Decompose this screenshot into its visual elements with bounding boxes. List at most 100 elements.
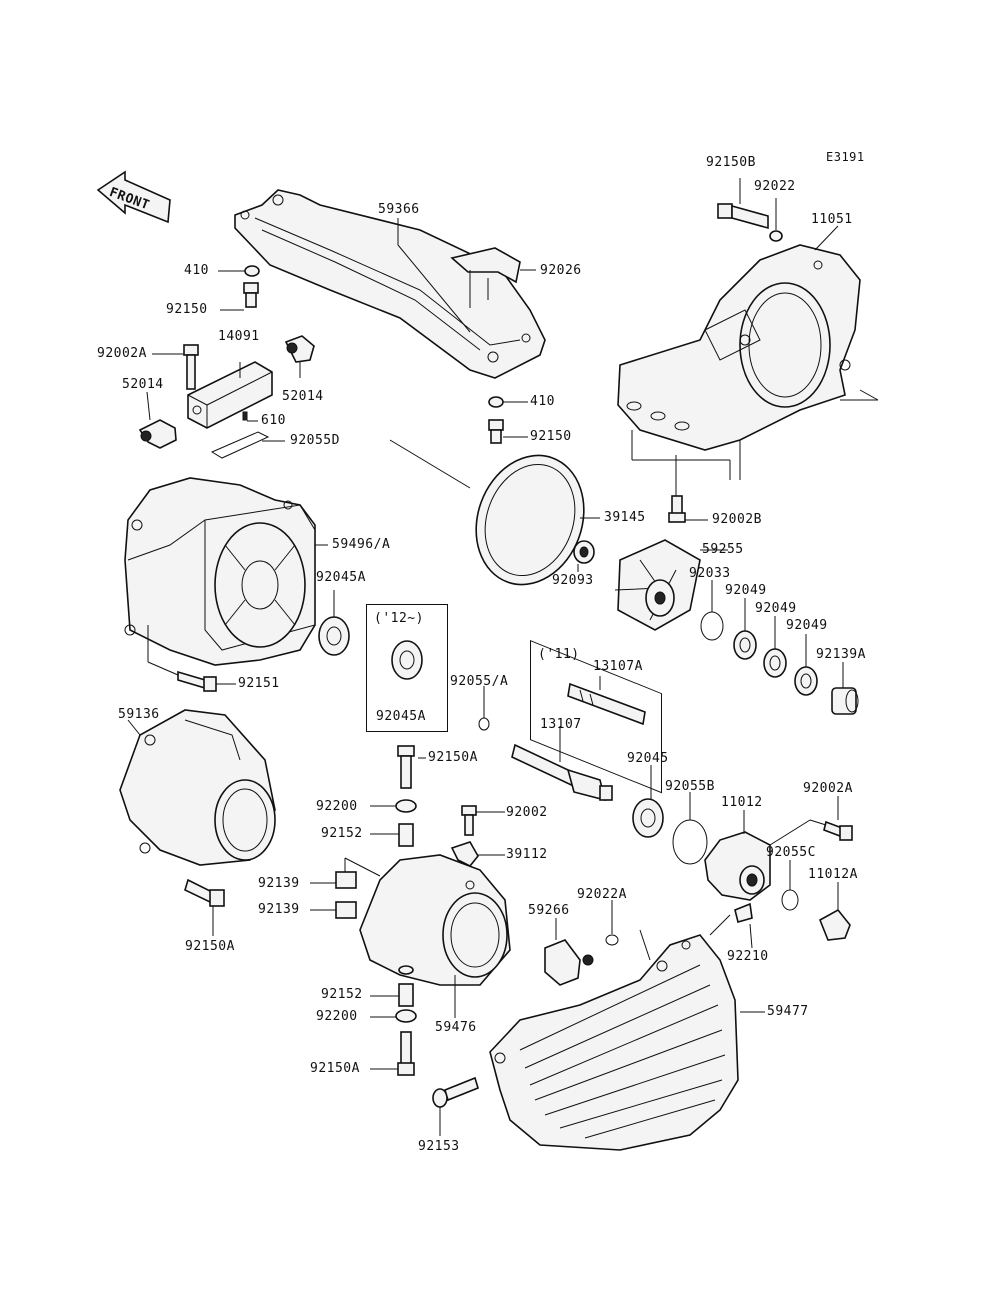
diagram-code: E3191 — [826, 150, 865, 164]
impeller-59255 — [614, 539, 701, 631]
label-92152-b: 92152 — [321, 987, 363, 1002]
bolt-92002A-b — [823, 820, 853, 841]
label-92045A-b: 92045A — [376, 709, 426, 724]
variant-box-12 — [366, 604, 448, 732]
label-92022: 92022 — [754, 179, 796, 194]
label-92150B: 92150B — [706, 155, 756, 170]
label-92002A-a: 92002A — [97, 346, 147, 361]
bolt-92002 — [461, 805, 477, 836]
washer-92152-top — [398, 965, 414, 975]
label-59496A: 59496/A — [332, 537, 391, 552]
label-13107A: 13107A — [593, 659, 643, 674]
washer-410-b — [488, 396, 504, 408]
label-92139-b: 92139 — [258, 902, 300, 917]
leader-lines — [127, 178, 879, 1136]
label-92002B: 92002B — [712, 512, 762, 527]
bracket-39112 — [450, 841, 479, 868]
cap-11012 — [704, 831, 771, 901]
label-92150A-b: 92150A — [185, 939, 235, 954]
label-92022A: 92022A — [577, 887, 627, 902]
gasket-92055D — [210, 431, 270, 459]
label-92049-c: 92049 — [786, 618, 828, 633]
label-59136: 59136 — [118, 707, 160, 722]
label-92200-a: 92200 — [316, 799, 358, 814]
bolt-92150-b — [488, 419, 504, 444]
snap-ring-92033 — [700, 611, 724, 641]
label-39145: 39145 — [604, 510, 646, 525]
label-92151: 92151 — [238, 676, 280, 691]
bolt-92002B — [668, 495, 686, 523]
bearing-92045A-a — [318, 616, 350, 656]
label-92153: 92153 — [418, 1139, 460, 1154]
bushing-92139A — [831, 687, 859, 715]
bushing-92139-a — [335, 871, 357, 889]
label-14091: 14091 — [218, 329, 260, 344]
variant-label-12: ('12~) — [374, 611, 424, 626]
label-92055A: 92055/A — [450, 674, 509, 689]
cap-11012A — [818, 908, 851, 941]
label-410-a: 410 — [184, 263, 209, 278]
deflector-59476 — [359, 854, 511, 986]
label-92045A-a: 92045A — [316, 570, 366, 585]
label-52014-a: 52014 — [122, 377, 164, 392]
plug-92210 — [734, 902, 753, 923]
label-59266: 59266 — [528, 903, 570, 918]
label-92139A: 92139A — [816, 647, 866, 662]
label-59476: 59476 — [435, 1020, 477, 1035]
label-92002: 92002 — [506, 805, 548, 820]
washer-92022A — [605, 934, 619, 946]
o-ring-92055A — [478, 717, 490, 731]
seal-92049-c — [794, 666, 818, 696]
clip-92026 — [450, 247, 521, 284]
label-92002A-b: 92002A — [803, 781, 853, 796]
seal-92049-b — [763, 648, 787, 678]
bolt-92150-a — [243, 282, 259, 308]
label-92200-b: 92200 — [316, 1009, 358, 1024]
washer-410-a — [244, 265, 260, 277]
pump-housing-11051 — [617, 244, 861, 451]
label-92055B: 92055B — [665, 779, 715, 794]
label-59366: 59366 — [378, 202, 420, 217]
label-92093: 92093 — [552, 573, 594, 588]
label-410-b: 410 — [530, 394, 555, 409]
fitting-59266 — [544, 939, 594, 986]
bolt-92150A-a — [184, 878, 225, 907]
fitting-52014-a — [138, 419, 177, 449]
washer-92022 — [769, 230, 783, 242]
deck-plate-59366 — [234, 189, 546, 379]
label-92045: 92045 — [627, 751, 669, 766]
label-92139-a: 92139 — [258, 876, 300, 891]
reverse-bucket-59477 — [489, 934, 739, 1151]
bolt-92153 — [432, 1076, 479, 1108]
label-92150A-c: 92150A — [310, 1061, 360, 1076]
front-arrow-icon — [96, 170, 171, 224]
label-11051: 11051 — [811, 212, 853, 227]
label-11012: 11012 — [721, 795, 763, 810]
label-92055C: 92055C — [766, 845, 816, 860]
shaft-13107A — [567, 682, 646, 726]
label-52014-b: 52014 — [282, 389, 324, 404]
fitting-52014-b — [284, 335, 315, 363]
bearing-92045A-b — [391, 640, 423, 680]
label-92150-a: 92150 — [166, 302, 208, 317]
label-92049-a: 92049 — [725, 583, 767, 598]
label-59477: 59477 — [767, 1004, 809, 1019]
bearing-92045 — [632, 798, 664, 838]
pin-610 — [242, 411, 248, 421]
spacer-92152-a — [398, 823, 414, 847]
label-13107: 13107 — [540, 717, 582, 732]
bolt-92150A-b — [397, 745, 415, 789]
label-59255: 59255 — [702, 542, 744, 557]
nozzle-59136 — [119, 709, 276, 866]
bolt-92151 — [177, 670, 217, 692]
washer-92200-b — [395, 1009, 417, 1023]
label-39112: 39112 — [506, 847, 548, 862]
bolt-92002A-a — [183, 344, 199, 390]
label-92055D: 92055D — [290, 433, 340, 448]
label-92049-b: 92049 — [755, 601, 797, 616]
bushing-92139-b — [335, 901, 357, 919]
seal-92049-a — [733, 630, 757, 660]
variant-label-11: ('11) — [538, 647, 580, 662]
label-92150-b: 92150 — [530, 429, 572, 444]
